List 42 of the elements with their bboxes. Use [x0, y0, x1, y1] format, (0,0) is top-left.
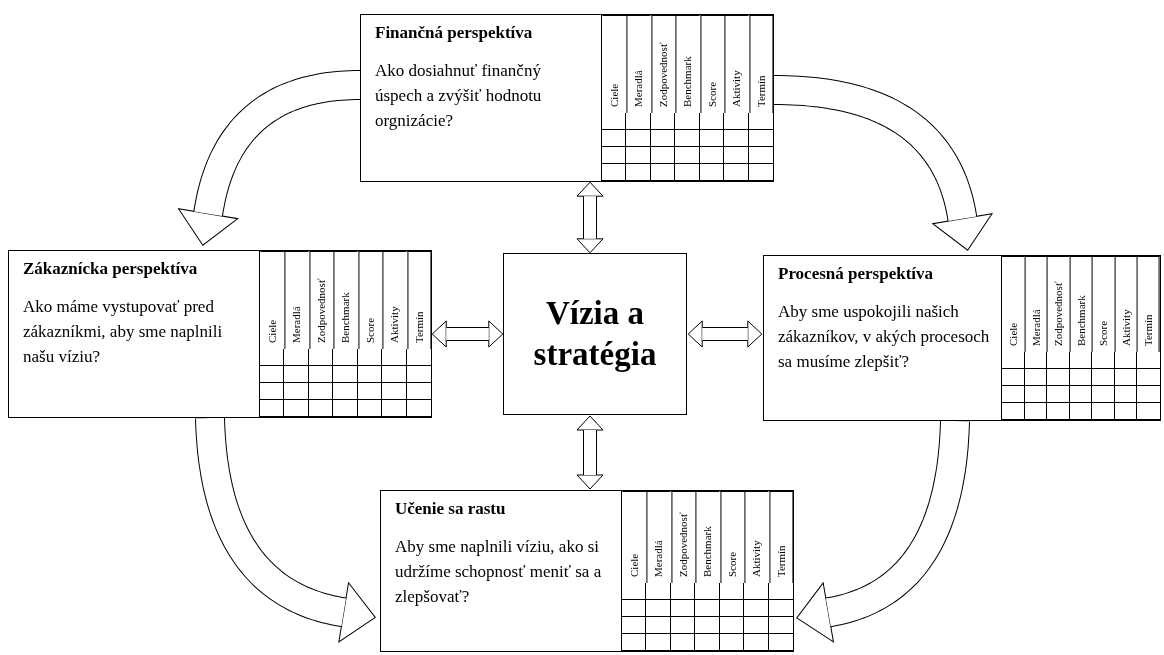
column-header: Meradlá	[626, 15, 651, 113]
column-header: Benchmark	[1069, 256, 1093, 352]
column-header: Meradlá	[284, 251, 309, 349]
column-header: Benchmark	[333, 251, 358, 349]
column-header: Aktivity	[724, 15, 749, 113]
perspective-card	[380, 490, 794, 652]
perspective-question: Aby sme uspokojili našich zákazníkov, v akých procesoch sa musíme zlepšiť?	[778, 301, 991, 373]
perspective-heading: Učenie sa rastu	[395, 499, 507, 520]
column-header: Score	[1092, 256, 1115, 352]
column-header: Benchmark	[695, 491, 720, 583]
perspective-card	[763, 255, 1161, 421]
perspective-question: Ako máme vystupovať pred zákazníkmi, aby sme naplnili našu víziu?	[23, 296, 224, 368]
vision-box	[503, 253, 687, 415]
double-block-arrow	[431, 320, 504, 348]
vision-title: Vízia a stratégia	[532, 293, 658, 374]
column-header: Aktivity	[1114, 256, 1138, 352]
column-header: Ciele	[602, 15, 627, 113]
double-block-arrow	[576, 415, 604, 490]
column-header: Ciele	[260, 251, 285, 349]
column-header: Score	[719, 491, 745, 583]
column-header: Ciele	[1002, 256, 1025, 352]
column-header: Score	[699, 15, 725, 113]
perspective-heading: Procesná perspektíva	[778, 264, 935, 285]
column-header: Aktivity	[744, 491, 769, 583]
double-block-arrow	[687, 320, 763, 348]
column-header: Aktivity	[382, 251, 407, 349]
perspective-question: Aby sme naplnili víziu, ako si udržíme schopnosť meniť sa a zlepšovať?	[395, 536, 603, 608]
column-header: Zodpovednosť	[670, 491, 696, 583]
perspective-heading: Finančná perspektíva	[375, 23, 534, 44]
perspective-heading: Zákaznícka perspektíva	[23, 259, 199, 280]
double-block-arrow	[576, 181, 604, 254]
column-header: Zodpovednosť	[308, 251, 334, 349]
column-header: Meradlá	[646, 491, 671, 583]
column-header: Zodpovednosť	[650, 15, 676, 113]
column-header: Benchmark	[675, 15, 700, 113]
perspective-question: Ako dosiahnuť finančný úspech a zvýšiť hodnotu orgnizácie?	[375, 60, 543, 132]
perspective-card	[8, 250, 432, 418]
column-header: Zodpovednosť	[1047, 256, 1070, 352]
perspective-card	[360, 14, 774, 182]
column-header: Ciele	[622, 491, 647, 583]
column-header: Meradlá	[1024, 256, 1048, 352]
column-header: Score	[357, 251, 383, 349]
